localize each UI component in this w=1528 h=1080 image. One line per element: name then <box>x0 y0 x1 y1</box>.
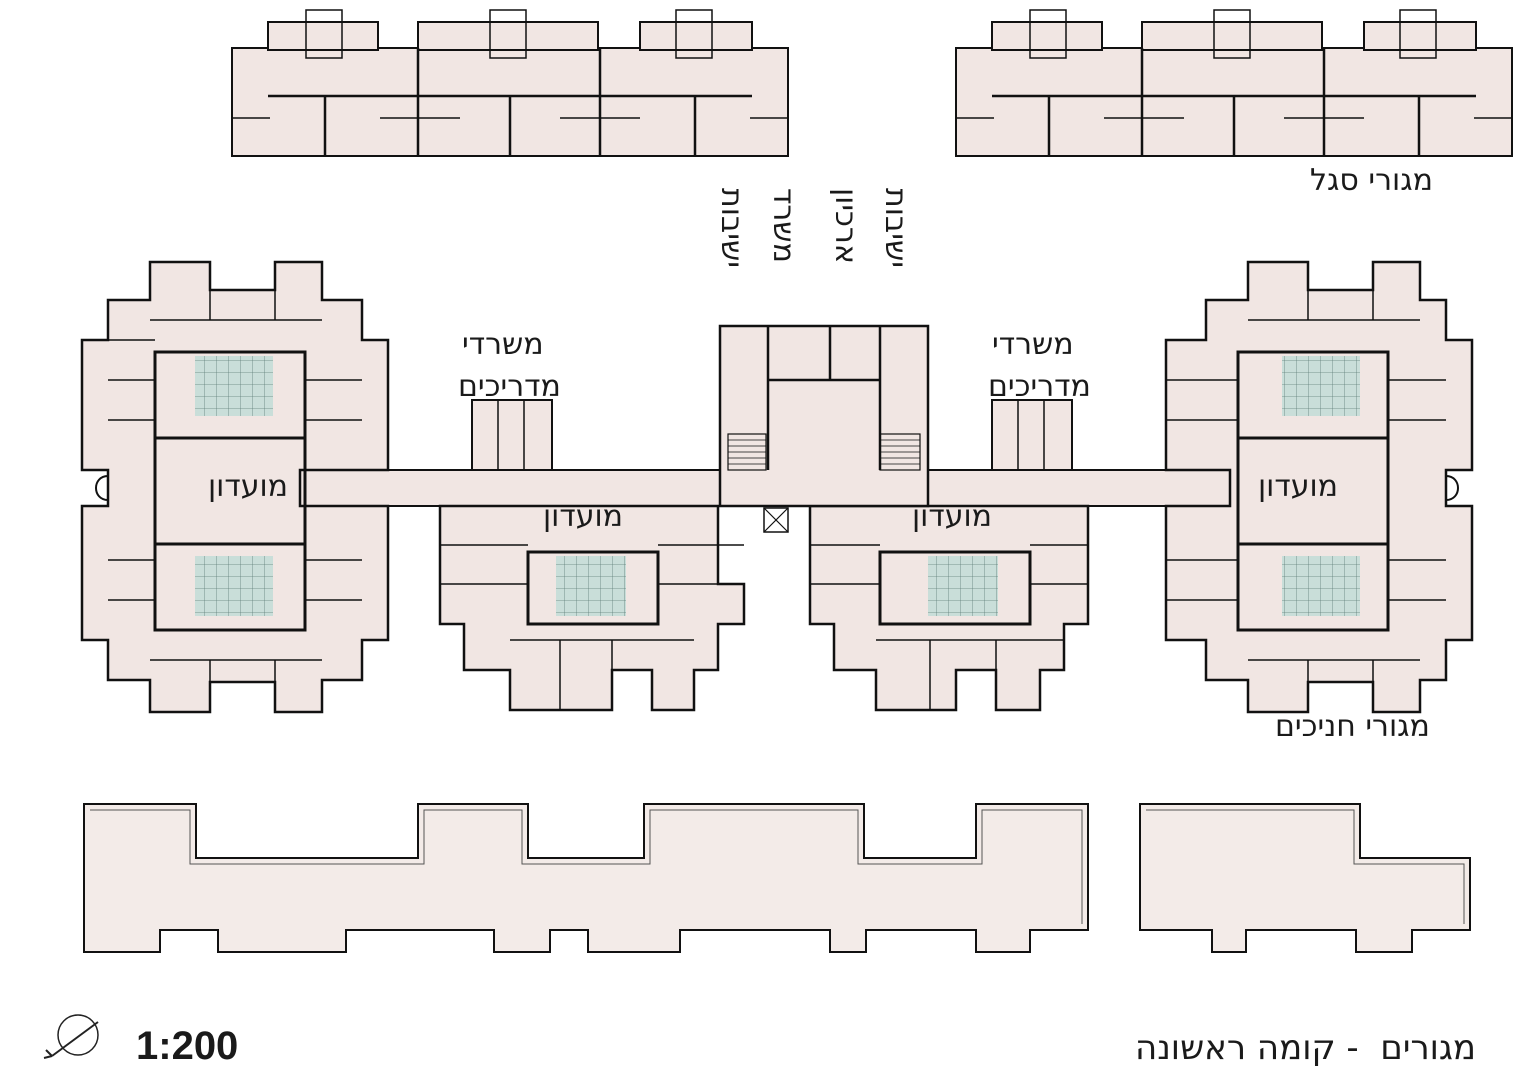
label-club-middle-right: מועדון <box>912 499 993 534</box>
label-staff-housing: מגורי סגל <box>1310 163 1433 198</box>
staff-housing-block-left <box>231 9 789 157</box>
central-office-block <box>718 324 930 533</box>
scale-label: 1:200 <box>136 1024 239 1068</box>
label-club-middle-left: מועדון <box>543 499 624 534</box>
label-instructor-offices-right-2: מדריכים <box>988 369 1091 404</box>
cluster-middle-left <box>438 399 746 712</box>
label-meetings-left: ישיבות <box>714 188 749 268</box>
trainee-cluster-left <box>80 260 390 714</box>
north-arrow-icon <box>43 1014 99 1059</box>
label-archive: ארכיון <box>828 188 863 264</box>
label-club-right: מועדון <box>1258 469 1339 504</box>
label-office: משרד <box>766 188 801 263</box>
label-trainee-housing: מגורי חניכים <box>1275 709 1430 744</box>
roof-plan <box>83 803 1471 953</box>
drawing-title: מגורים - קומה ראשונה <box>1134 1028 1476 1068</box>
label-instructor-offices-right-1: משרדי <box>992 327 1074 362</box>
cluster-middle-right <box>808 399 1090 712</box>
staff-housing-block-right <box>955 9 1513 157</box>
label-club-left: מועדון <box>208 469 289 504</box>
trainee-cluster-right <box>1164 260 1474 714</box>
label-meetings-right: ישיבות <box>878 188 913 268</box>
label-instructor-offices-left-1: משרדי <box>462 327 544 362</box>
label-instructor-offices-left-2: מדריכים <box>458 369 561 404</box>
